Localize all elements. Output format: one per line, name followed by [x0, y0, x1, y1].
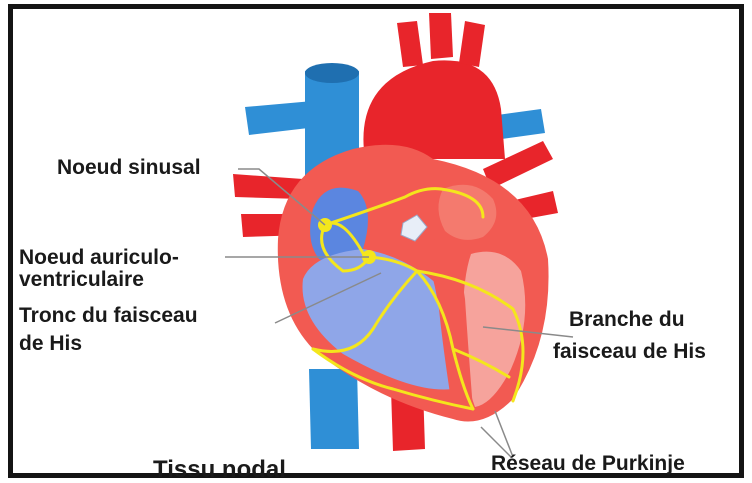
aortic-branch-2: [429, 13, 453, 59]
vena-cava-opening: [305, 63, 359, 83]
label-his-branch-line2: faisceau de His: [553, 341, 706, 363]
label-his-branch-line1: Branche du: [569, 309, 685, 331]
label-sa-node: Noeud sinusal: [57, 157, 201, 179]
diagram-caption: Tissu nodal: [153, 459, 286, 481]
aortic-branch-1: [397, 21, 423, 67]
aortic-arch: [363, 60, 505, 159]
label-his-trunk-line2: de His: [19, 333, 82, 355]
diagram-frame: Noeud sinusal Noeud auriculo- ventricula…: [8, 4, 744, 478]
label-purkinje: Réseau de Purkinje: [491, 453, 685, 475]
label-his-trunk-line1: Tronc du faisceau: [19, 305, 198, 327]
label-av-node-line1: Noeud auriculo-: [19, 247, 179, 269]
inferior-vena-cava: [309, 369, 359, 449]
heart-illustration: [13, 9, 739, 473]
aortic-branch-3: [459, 21, 485, 67]
label-av-node-line2: ventriculaire: [19, 269, 144, 291]
